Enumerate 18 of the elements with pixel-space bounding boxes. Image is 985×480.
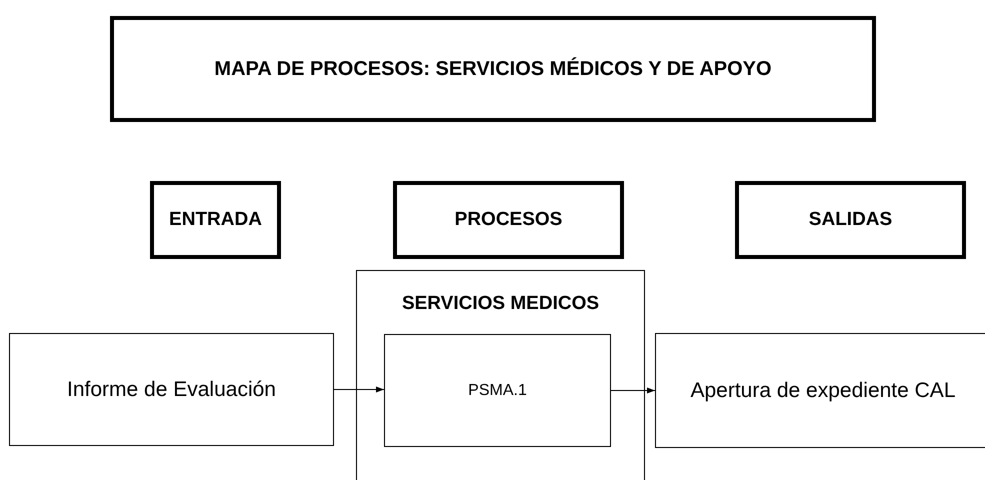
process-box [9,333,334,446]
arrow [334,386,384,392]
node-label: SALIDAS [808,208,894,232]
node-label: Apertura de expediente CAL [689,378,956,404]
process-box [655,333,985,448]
node-label: PSMA.1 [467,380,528,400]
node-label: ENTRADA [168,208,263,232]
header-box [150,181,281,259]
header-box [393,181,624,259]
node-label: PROCESOS [454,208,564,232]
node-label: MAPA DE PROCESOS: SERVICIOS MÉDICOS Y DE APOYO [213,57,773,81]
node-label: Informe de Evaluación [66,376,277,402]
arrow [610,388,656,394]
group-container [356,270,645,480]
process-box [384,334,611,447]
group-heading: SERVICIOS MEDICOS [400,293,600,316]
title-box [110,16,876,122]
header-box [735,181,966,259]
